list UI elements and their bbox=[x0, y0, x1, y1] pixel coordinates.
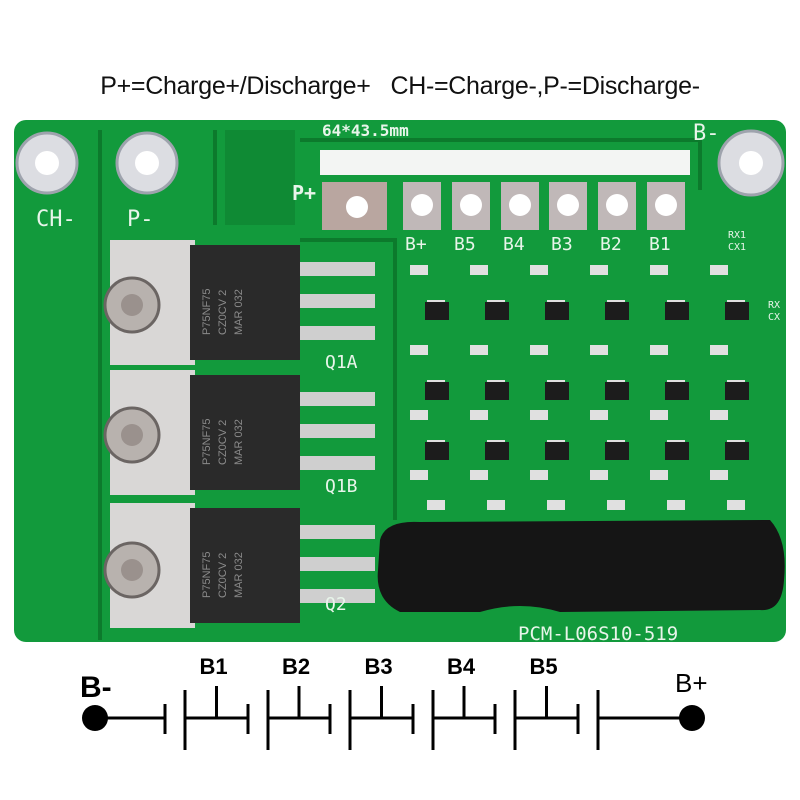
pad-b-plus[interactable] bbox=[403, 182, 441, 230]
label-cx1: CX1 bbox=[728, 242, 746, 253]
pad-b5[interactable] bbox=[452, 182, 490, 230]
tap-label-b4: B4 bbox=[447, 654, 476, 679]
pad-b4[interactable] bbox=[501, 182, 539, 230]
tap-label-b2: B2 bbox=[282, 654, 310, 679]
mosfet-label: Q2 bbox=[325, 594, 347, 615]
mosfet-marking: P75NF75 bbox=[201, 289, 213, 335]
mosfet-marking: CZ0CV 2 bbox=[217, 420, 229, 465]
mosfet-marking: P75NF75 bbox=[201, 552, 213, 598]
pad-label: B+ bbox=[405, 234, 427, 255]
mosfet-marking: MAR 032 bbox=[233, 552, 245, 598]
terminal-ch-minus[interactable] bbox=[15, 131, 79, 195]
schematic-label-b-plus: B+ bbox=[675, 668, 708, 698]
mosfet-q1a: P75NF75 CZ0CV 2 MAR 032 bbox=[103, 240, 375, 365]
pad-label: B2 bbox=[600, 234, 622, 255]
tap-label-b3: B3 bbox=[365, 654, 393, 679]
label-p-minus: P- bbox=[127, 207, 154, 232]
battery-schematic: B- B+ B1 B2 B3 B4 B5 bbox=[80, 654, 708, 750]
mosfet-marking: CZ0CV 2 bbox=[217, 290, 229, 335]
hex-nut-icon bbox=[103, 276, 161, 334]
label-ch-minus: CH- bbox=[36, 207, 76, 232]
terminal-b-minus[interactable] bbox=[717, 129, 785, 197]
mosfet-q1b: P75NF75 CZ0CV 2 MAR 032 bbox=[103, 370, 375, 495]
label-rx: RX bbox=[768, 300, 780, 311]
copper-trace bbox=[98, 130, 702, 640]
b-plus-terminal-dot bbox=[679, 705, 705, 731]
terminal-p-minus[interactable] bbox=[115, 131, 179, 195]
label-b-minus: B- bbox=[693, 121, 720, 146]
pad-label: B4 bbox=[503, 234, 525, 255]
smd-component-grid bbox=[410, 265, 749, 510]
mosfet-label: Q1A bbox=[325, 352, 358, 373]
pad-b2[interactable] bbox=[598, 182, 636, 230]
pad-p-plus[interactable] bbox=[322, 182, 387, 230]
pad-b3[interactable] bbox=[549, 182, 587, 230]
label-rx1: RX1 bbox=[728, 230, 746, 241]
hex-nut-icon bbox=[103, 541, 161, 599]
board-size-label: 64*43.5mm bbox=[322, 121, 409, 140]
terminal-legend-caption: P+=Charge+/Discharge+ CH-=Charge-,P-=Dis… bbox=[100, 72, 700, 100]
model-label: PCM-L06S10-519 bbox=[518, 623, 678, 645]
pad-label: B5 bbox=[454, 234, 476, 255]
label-p-plus: P+ bbox=[292, 181, 316, 205]
pad-label: B3 bbox=[551, 234, 573, 255]
heatshrink-tube bbox=[377, 520, 785, 612]
schematic-label-b-minus: B- bbox=[80, 671, 112, 704]
ground-plane bbox=[225, 130, 295, 225]
mosfet-marking: MAR 032 bbox=[233, 419, 245, 465]
label-cx: CX bbox=[768, 312, 780, 323]
mosfet-marking: CZ0CV 2 bbox=[217, 553, 229, 598]
mosfet-marking: P75NF75 bbox=[201, 419, 213, 465]
pad-label: B1 bbox=[649, 234, 671, 255]
mosfet-label: Q1B bbox=[325, 476, 358, 497]
label-strip bbox=[320, 150, 690, 175]
tap-label-b5: B5 bbox=[530, 654, 558, 679]
tap-label-b1: B1 bbox=[200, 654, 228, 679]
pad-b1[interactable] bbox=[647, 182, 685, 230]
mosfet-q2: P75NF75 CZ0CV 2 MAR 032 bbox=[103, 503, 375, 628]
mosfet-marking: MAR 032 bbox=[233, 289, 245, 335]
hex-nut-icon bbox=[103, 406, 161, 464]
